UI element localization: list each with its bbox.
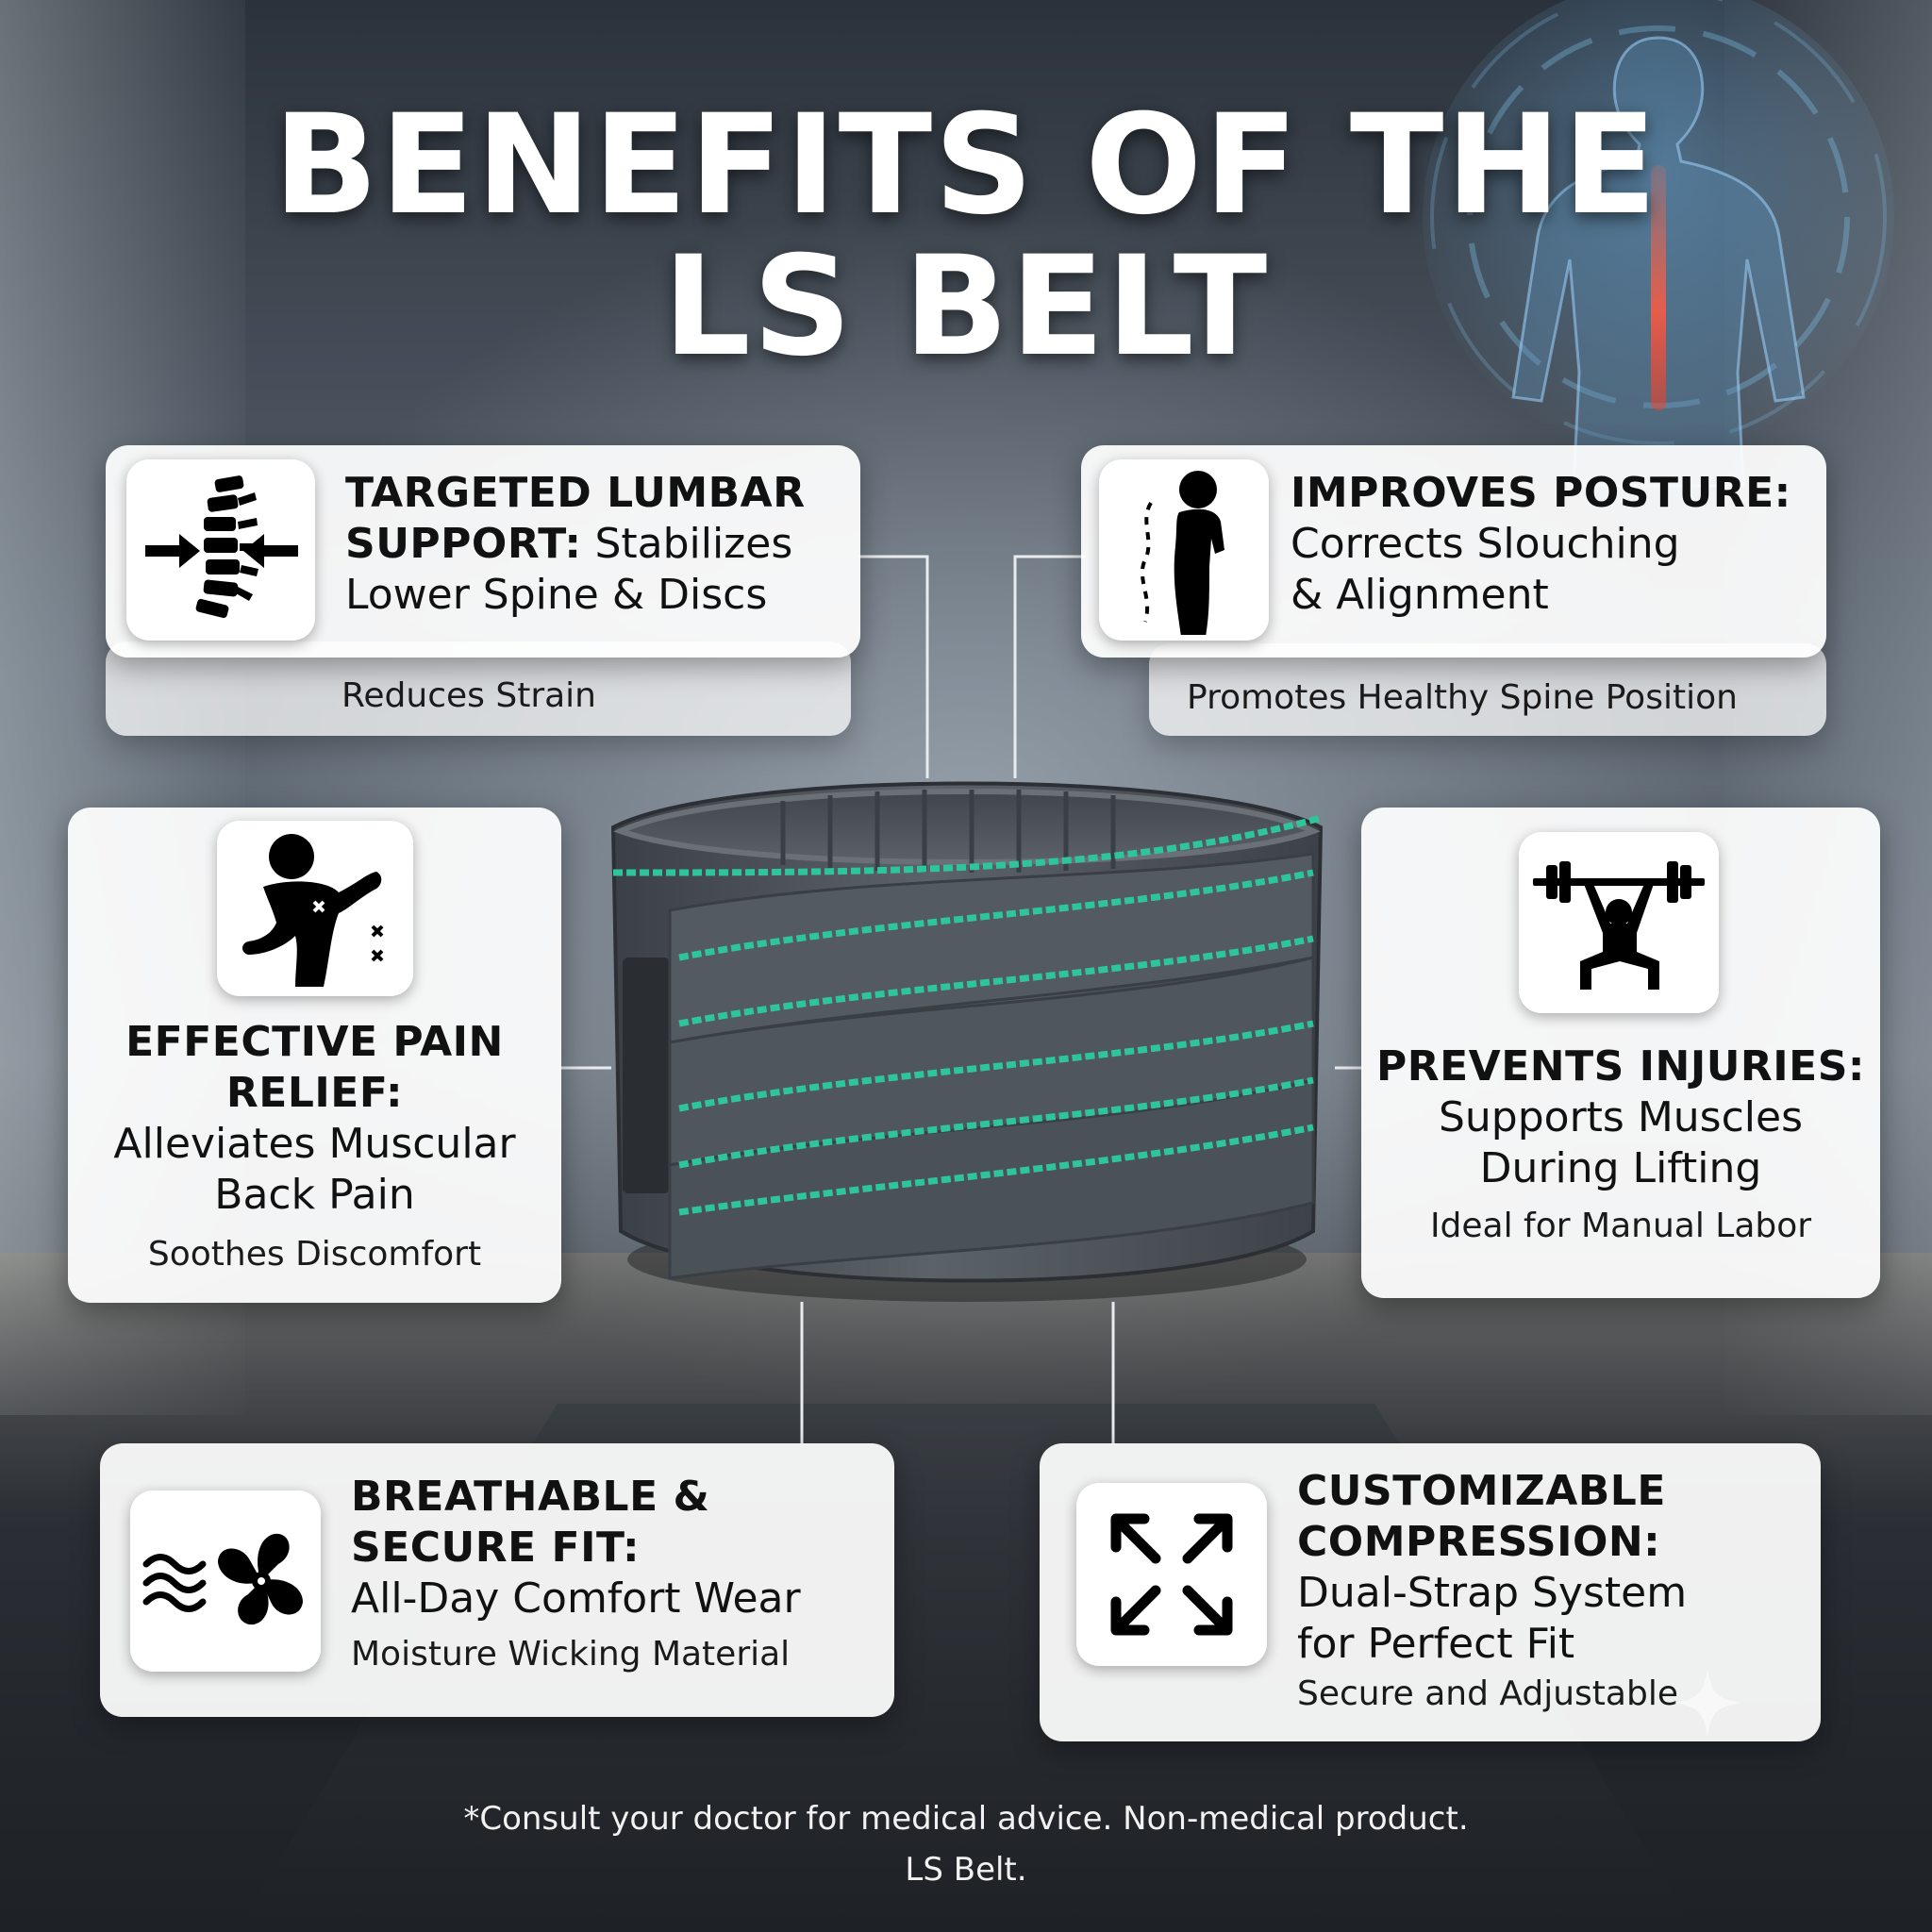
- posture-subpanel: [1149, 643, 1826, 736]
- injuries-icon-box: [1519, 832, 1719, 1013]
- compression-desc-a: Dual-Strap System: [1297, 1569, 1688, 1617]
- pain-desc-b: Back Pain: [214, 1171, 415, 1219]
- page-title: BENEFITS OF THE LS BELT: [0, 94, 1932, 377]
- spine-hologram-graphic: [1423, 0, 1894, 488]
- pain-heading: EFFECTIVE PAIN: [125, 1018, 504, 1066]
- breathable-subtext: Moisture Wicking Material: [351, 1635, 791, 1674]
- injuries-desc-b: During Lifting: [1479, 1144, 1762, 1192]
- injuries-desc-a: Supports Muscles: [1438, 1093, 1804, 1141]
- compression-text: CUSTOMIZABLE COMPRESSION: Dual-Strap Sys…: [1297, 1466, 1807, 1715]
- spine-compression-icon: [145, 475, 298, 619]
- lumbar-heading: TARGETED LUMBAR: [345, 469, 806, 517]
- pain-desc-a: Alleviates Muscular: [113, 1120, 516, 1168]
- injuries-text: PREVENTS INJURIES: Supports Muscles Duri…: [1361, 1041, 1880, 1247]
- injuries-heading: PREVENTS INJURIES:: [1375, 1042, 1866, 1091]
- pain-icon-box: [217, 821, 413, 996]
- expand-arrows-icon: [1110, 1513, 1233, 1636]
- lumbar-subtext: Reduces Strain: [341, 676, 596, 715]
- posture-desc-b: & Alignment: [1291, 571, 1549, 619]
- compression-subtext: Secure and Adjustable: [1297, 1674, 1678, 1713]
- compression-heading: CUSTOMIZABLE: [1297, 1467, 1666, 1515]
- weightlifter-icon: [1533, 861, 1705, 990]
- back-pain-icon: [242, 834, 384, 987]
- breathable-desc-a: All-Day Comfort Wear: [351, 1574, 801, 1623]
- posture-silhouette-icon: [1140, 471, 1224, 635]
- ls-belt-product-image: [610, 781, 1324, 1302]
- disclaimer-text: *Consult your doctor for medical advice.…: [463, 1800, 1469, 1838]
- pain-subtext: Soothes Discomfort: [147, 1235, 482, 1274]
- breathable-heading: BREATHABLE &: [351, 1473, 710, 1521]
- airflow-fan-icon: [142, 1533, 303, 1625]
- lumbar-text: TARGETED LUMBAR SUPPORT: Stabilizes Lowe…: [345, 468, 855, 621]
- compression-icon-box: [1076, 1483, 1267, 1666]
- compression-heading-2: COMPRESSION:: [1297, 1518, 1661, 1566]
- lumbar-desc-a: Stabilizes: [594, 520, 793, 568]
- pain-text: EFFECTIVE PAIN RELIEF: Alleviates Muscul…: [68, 1017, 561, 1275]
- title-line-1: BENEFITS OF THE: [273, 85, 1659, 245]
- posture-desc-a: Corrects Slouching: [1291, 520, 1680, 568]
- posture-text: IMPROVES POSTURE: Corrects Slouching & A…: [1291, 468, 1819, 621]
- compression-desc-b: for Perfect Fit: [1297, 1620, 1575, 1668]
- brand-footer-text: LS Belt.: [905, 1851, 1027, 1889]
- breathable-text: BREATHABLE & SECURE FIT: All-Day Comfort…: [351, 1472, 879, 1675]
- injuries-subtext: Ideal for Manual Labor: [1429, 1207, 1812, 1245]
- pain-heading-2: RELIEF:: [225, 1069, 404, 1117]
- lumbar-heading-2: SUPPORT:: [345, 520, 582, 568]
- breathable-icon-box: [130, 1491, 321, 1672]
- posture-subtext: Promotes Healthy Spine Position: [1187, 678, 1738, 717]
- lumbar-desc-b: Lower Spine & Discs: [345, 571, 768, 619]
- lumbar-icon-box: [126, 459, 315, 641]
- title-line-2: LS BELT: [662, 226, 1270, 387]
- posture-icon-box: [1099, 459, 1269, 641]
- sparkle-icon: [1674, 1669, 1741, 1737]
- breathable-heading-2: SECURE FIT:: [351, 1524, 641, 1572]
- posture-heading: IMPROVES POSTURE:: [1291, 469, 1791, 517]
